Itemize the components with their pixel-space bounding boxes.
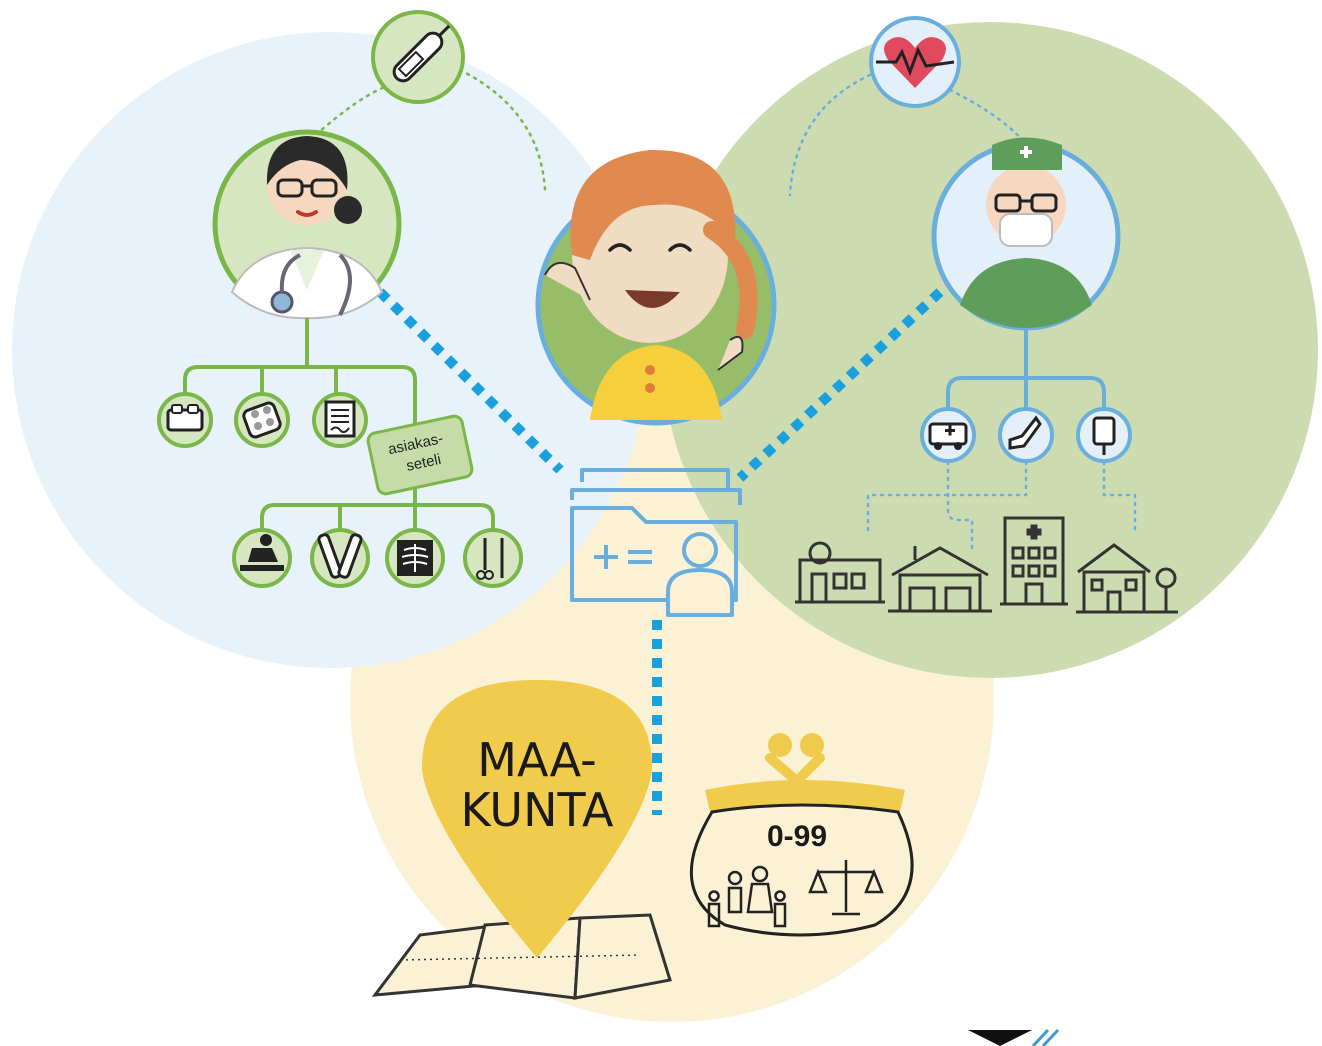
right-building-links — [866, 460, 1137, 550]
document-icon — [312, 392, 368, 448]
region-label-line1: MAA- — [477, 733, 597, 787]
thermometer-icon — [371, 10, 465, 104]
doctor-to-record-connector — [376, 288, 564, 474]
left-top-connector-2 — [458, 68, 547, 192]
hospital-icon — [1000, 516, 1068, 606]
heart-rate-icon — [869, 16, 961, 108]
bed-icon — [157, 392, 213, 448]
ambulance-icon — [920, 407, 976, 463]
voucher-label-line2: seteli — [405, 451, 443, 475]
pills-icon — [234, 392, 290, 448]
doctor-avatar — [212, 129, 402, 320]
region-location-pin: MAA- KUNTA — [421, 680, 653, 958]
test-tubes-icon — [310, 528, 370, 588]
left-tree-lines — [183, 318, 495, 530]
coin-purse-icon: 0-99 — [689, 733, 914, 937]
iv-drip-icon — [1076, 407, 1132, 463]
logo-icon — [968, 1028, 1060, 1046]
right-top-connector-2 — [948, 88, 1032, 152]
right-top-connector — [788, 73, 872, 197]
clinic-icon — [795, 541, 885, 604]
scales-icon — [808, 860, 884, 916]
family-icon — [707, 865, 787, 928]
right-region-circle — [662, 22, 1318, 678]
child-patient-avatar — [535, 149, 777, 426]
massage-icon — [232, 528, 292, 588]
ambulance-station-icon — [888, 546, 992, 613]
region-label-line2: KUNTA — [460, 783, 614, 837]
voucher-tag: asiakas- seteli — [366, 414, 474, 496]
surgeon-to-record-connector — [736, 288, 944, 482]
age-range-label: 0-99 — [767, 820, 827, 853]
patient-record-folder-icon — [570, 468, 742, 617]
surgical-tools-icon — [463, 528, 523, 588]
care-home-icon — [1076, 543, 1178, 614]
right-tree-lines — [946, 328, 1106, 410]
cast-leg-icon — [998, 407, 1054, 463]
xray-icon — [385, 528, 445, 588]
